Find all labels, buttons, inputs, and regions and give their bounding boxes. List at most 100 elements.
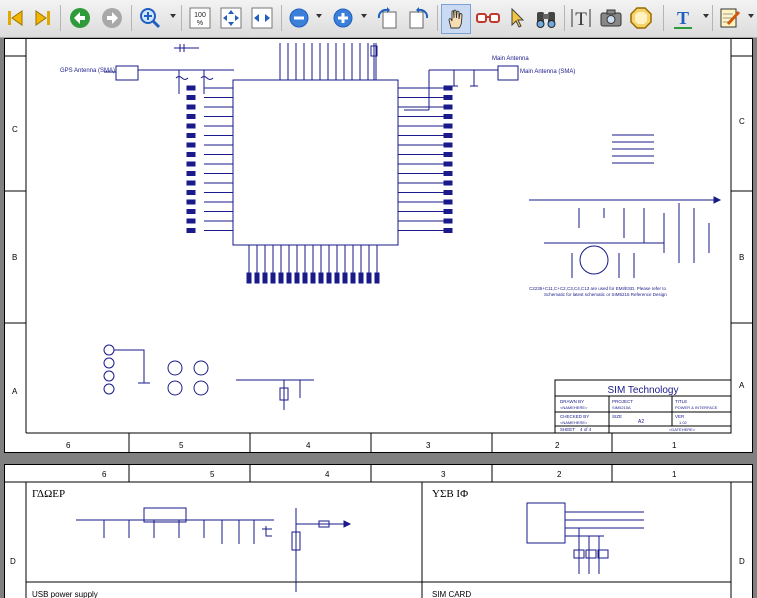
snapshot-button[interactable] <box>598 6 624 30</box>
main-antenna-sma-label: Main Antenna (SMA) <box>520 69 575 75</box>
p2-col-label-2: 2 <box>557 470 562 479</box>
ic-pin-marker <box>262 272 268 284</box>
note-icon <box>720 8 741 28</box>
ic-pin-marker <box>186 133 196 138</box>
text-select-icon: T <box>571 9 591 29</box>
last-page-button[interactable] <box>32 6 54 30</box>
actual-size-button[interactable]: 100% <box>188 6 212 30</box>
usb-section-title: ΥΣΒ ΙΦ <box>432 488 468 500</box>
power-circuit <box>76 507 352 592</box>
glasses-button[interactable] <box>474 6 502 30</box>
ic-pin-marker <box>443 114 453 119</box>
zoom-out-dropdown-arrow[interactable] <box>316 14 322 18</box>
col-label-1: 1 <box>672 441 677 450</box>
row-label-a-right: A <box>739 381 745 390</box>
ic-pin-marker <box>318 272 324 284</box>
glasses-icon <box>476 13 500 23</box>
bottom-center-circuit <box>236 379 314 410</box>
svg-text:T: T <box>677 8 689 28</box>
main-ic <box>186 79 453 284</box>
ver-value: 1.02 <box>679 420 688 425</box>
ic-pin-marker <box>443 180 453 186</box>
select-arrow-button[interactable] <box>506 6 528 30</box>
fit-page-icon <box>220 7 242 29</box>
snapshot-icon <box>600 9 622 27</box>
back-button[interactable] <box>68 6 92 30</box>
ic-pin-marker <box>254 272 260 284</box>
ic-pin-marker <box>186 218 196 224</box>
select-arrow-icon <box>511 7 525 28</box>
ver-label: VER <box>675 414 685 419</box>
text-annotation-dropdown-arrow[interactable] <box>703 14 709 18</box>
zoom-in-icon <box>140 8 161 29</box>
document-viewport[interactable]: C B A C B A 6 5 4 3 2 1 GPS Antenna (SMA… <box>0 38 757 598</box>
stamp-button[interactable] <box>628 6 654 30</box>
title-label: TITLE <box>675 399 687 404</box>
zoom-out-button[interactable] <box>287 6 311 30</box>
rotate-ccw-icon <box>377 7 397 29</box>
size-label: SIZE <box>612 414 622 419</box>
ic-pin-marker <box>443 218 453 224</box>
ic-pin-marker <box>186 209 196 214</box>
ic-pin-marker <box>358 272 364 284</box>
zoom-in-circle-button[interactable] <box>331 6 355 30</box>
note-dropdown-arrow[interactable] <box>748 14 754 18</box>
ic-pin-marker <box>186 85 196 91</box>
schematic-page-1: C B A C B A 6 5 4 3 2 1 GPS Antenna (SMA… <box>4 38 753 453</box>
p2-col-label-4: 4 <box>325 470 330 479</box>
project-label: PROJECT <box>612 399 633 404</box>
text-annotation-button[interactable]: T <box>670 6 696 30</box>
rotate-ccw-button[interactable] <box>374 6 400 30</box>
row-label-c-left: C <box>12 125 18 134</box>
text-select-button[interactable]: T <box>568 6 594 30</box>
binoculars-button[interactable] <box>533 6 559 30</box>
ic-pin-marker <box>294 272 300 284</box>
schematic-drawing-1: C B A C B A 6 5 4 3 2 1 GPS Antenna (SMA… <box>4 38 753 453</box>
binoculars-icon <box>536 12 556 28</box>
project-value: SIM5215A <box>612 405 631 410</box>
p2-col-label-3: 3 <box>441 470 446 479</box>
checked-by-value: <NAMEHERE> <box>560 420 588 425</box>
fit-width-button[interactable] <box>250 6 274 30</box>
main-toolbar: 100% T T <box>0 0 757 38</box>
ic-pin-marker <box>286 272 292 284</box>
stamp-icon <box>630 7 652 29</box>
usb-sim-circuit <box>526 502 644 574</box>
fit-page-button[interactable] <box>219 6 243 30</box>
drawn-by-value: <NAMEHERE> <box>560 405 588 410</box>
svg-text:%: % <box>197 20 203 27</box>
p2-col-label-5: 5 <box>210 470 215 479</box>
power-section-title: ΓΔΩΕΡ <box>32 488 65 500</box>
ic-pin-marker <box>246 272 252 284</box>
sheet-value: 4 of 4 <box>580 427 592 432</box>
zoom-in-circle-icon <box>333 8 353 28</box>
ic-pin-marker <box>443 142 453 148</box>
schematic-drawing-2: 6 5 4 3 2 1 D D ΓΔΩΕΡ ΥΣΒ ΙΦ USB power s… <box>4 464 753 598</box>
gps-antenna-label: GPS Antenna (SMA) <box>60 68 115 74</box>
hand-tool-button[interactable] <box>441 4 471 34</box>
design-note-line-1: C2235+C11,C+C2,C3,C4,C13 are used for EM… <box>529 286 666 291</box>
right-interface-block <box>529 134 722 278</box>
row-label-b-left: B <box>12 253 17 262</box>
row-label-c-right: C <box>739 117 745 126</box>
rotate-cw-button[interactable] <box>406 6 432 30</box>
first-page-button[interactable] <box>4 6 26 30</box>
schematic-page-2: 6 5 4 3 2 1 D D ΓΔΩΕΡ ΥΣΒ ΙΦ USB power s… <box>4 464 753 598</box>
col-label-3: 3 <box>426 441 431 450</box>
sim-card-text: SIM CARD <box>432 590 471 598</box>
row-label-b-right: B <box>739 253 744 262</box>
zoom-in-dropdown-arrow[interactable] <box>361 14 367 18</box>
note-button[interactable] <box>717 6 743 30</box>
checked-by-label: CHECKED BY <box>560 414 589 419</box>
p2-col-label-6: 6 <box>102 470 107 479</box>
size-value: A2 <box>638 419 644 425</box>
zoom-in-button[interactable] <box>137 6 163 30</box>
ic-pin-marker <box>186 199 196 205</box>
forward-button[interactable] <box>100 6 124 30</box>
text-annotation-icon: T <box>674 8 692 29</box>
row-label-a-left: A <box>12 387 18 396</box>
ic-pin-marker <box>443 123 453 129</box>
ic-pin-marker <box>310 272 316 284</box>
zoom-dropdown-arrow[interactable] <box>170 14 176 18</box>
last-page-icon <box>35 10 50 26</box>
